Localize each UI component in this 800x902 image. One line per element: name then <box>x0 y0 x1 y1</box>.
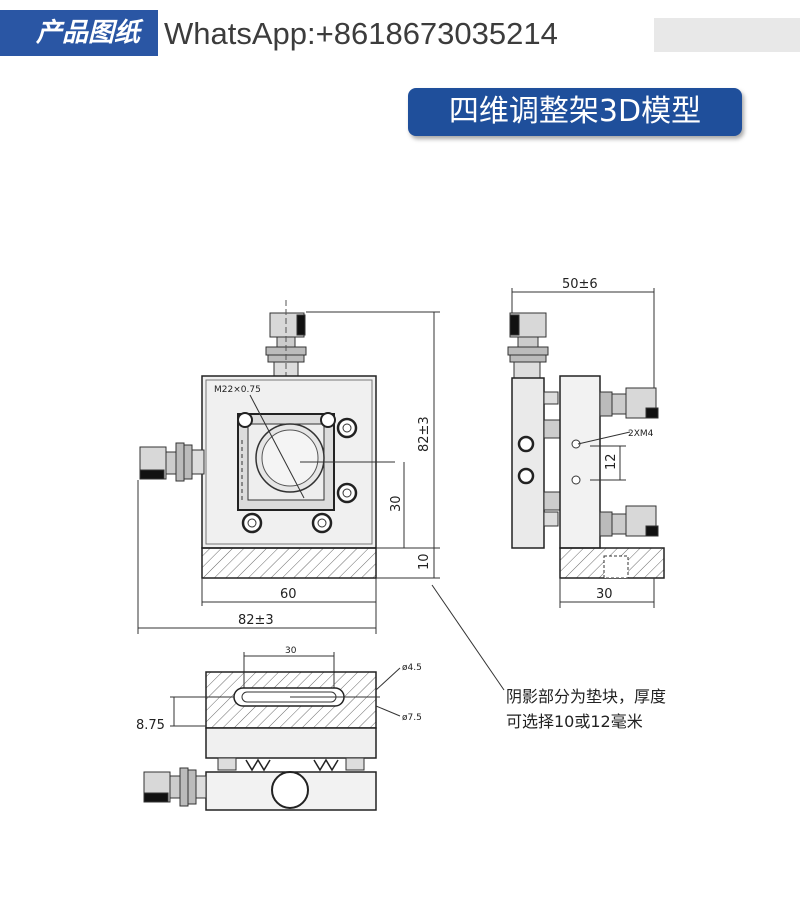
base-width-label: 60 <box>280 587 297 602</box>
center-height-label: 30 <box>389 495 404 512</box>
whatsapp-watermark: WhatsApp:+8618673035214 <box>158 14 654 54</box>
spacer-pad <box>201 547 377 579</box>
side-plate <box>511 377 545 549</box>
pad-height-label: 10 <box>417 553 432 570</box>
page-title: 四维调整架3D模型 <box>408 88 742 136</box>
offset-label: 8.75 <box>136 718 165 733</box>
top-banner: 产品图纸 WhatsApp:+8618673035214 <box>0 0 800 62</box>
thread-label: M22×0.75 <box>214 385 261 395</box>
hole-large-label: ø7.5 <box>402 713 422 723</box>
top-knob-band <box>296 314 306 336</box>
tab-product-drawing[interactable]: 产品图纸 <box>0 10 158 56</box>
hole-spacing-label: 12 <box>604 453 619 470</box>
width-total-label: 82±3 <box>238 613 274 628</box>
side-view <box>507 288 665 608</box>
screw-spec-label: 2XM4 <box>628 429 654 439</box>
bottom-view <box>143 652 401 811</box>
slot-length-label: 30 <box>285 646 297 656</box>
pad-note: 阴影部分为垫块，厚度可选择10或12毫米 <box>506 687 667 731</box>
front-view <box>137 300 505 691</box>
side-depth-label: 50±6 <box>562 277 598 292</box>
hole-small-label: ø4.5 <box>402 663 422 673</box>
banner-filler <box>654 18 800 52</box>
height-total-label: 82±3 <box>417 416 432 452</box>
side-base-label: 30 <box>596 587 613 602</box>
